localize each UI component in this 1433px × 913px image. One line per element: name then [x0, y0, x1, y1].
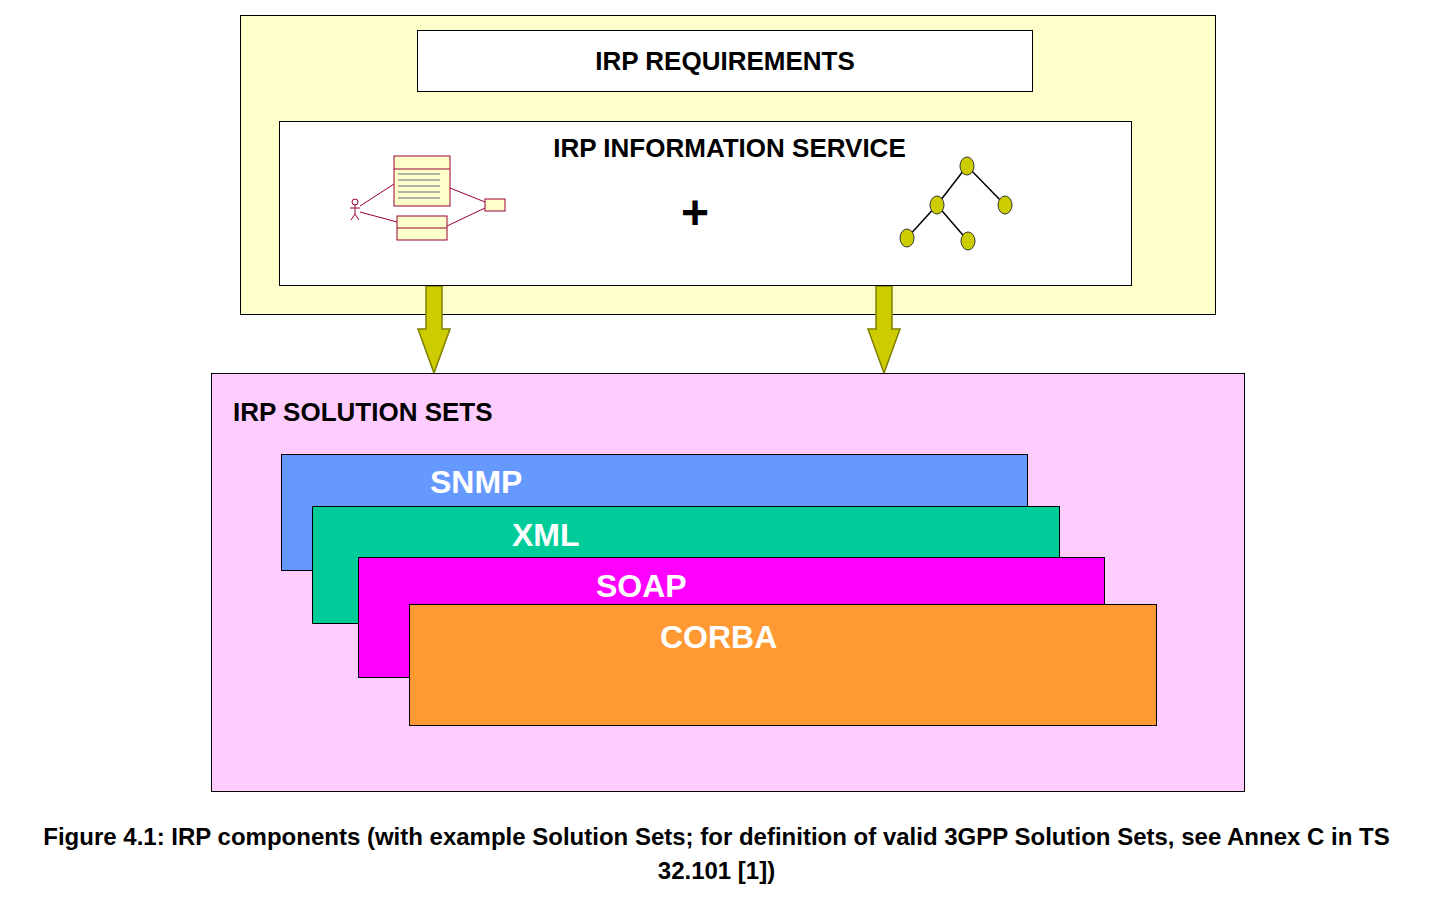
association-line	[360, 184, 485, 226]
heading-text: IRP SOLUTION SETS	[233, 397, 1244, 427]
tree-node	[961, 232, 975, 250]
box-label: IRP REQUIREMENTS	[418, 46, 1032, 76]
plus-sign: +	[675, 186, 715, 240]
box-label: XML	[512, 517, 1059, 554]
class-box	[394, 156, 450, 206]
class-divider	[397, 228, 447, 229]
plus-holder: +	[675, 186, 715, 240]
operation-line	[398, 173, 440, 175]
requirements-region	[241, 16, 1216, 315]
class-box	[485, 199, 505, 211]
class-divider	[394, 169, 450, 170]
tree-node	[998, 196, 1012, 214]
figure-caption: Figure 4.1: IRP components (with example…	[8, 820, 1425, 888]
box-label: SNMP	[430, 464, 1027, 501]
operation-line	[398, 197, 440, 199]
class-box	[397, 216, 447, 240]
actor-body	[350, 205, 360, 220]
box-label: SOAP	[596, 568, 1104, 605]
solution-sets-box: IRP SOLUTION SETS SNMP XML SOAP CORBA	[211, 373, 1245, 792]
tree-node	[900, 229, 914, 247]
box-label: IRP INFORMATION SERVICE	[328, 133, 1131, 163]
operation-line	[398, 191, 440, 193]
tree-node	[930, 196, 944, 214]
actor-head	[352, 199, 358, 205]
corba-box: CORBA	[409, 604, 1157, 726]
operation-line	[398, 179, 440, 181]
tree-node	[960, 157, 974, 175]
block-arrow	[868, 286, 900, 373]
information-service-box: IRP INFORMATION SERVICE +	[279, 121, 1132, 286]
block-arrow	[418, 286, 450, 373]
operation-line	[398, 185, 440, 187]
box-label: CORBA	[660, 619, 1156, 656]
requirements-box: IRP REQUIREMENTS	[417, 30, 1033, 92]
